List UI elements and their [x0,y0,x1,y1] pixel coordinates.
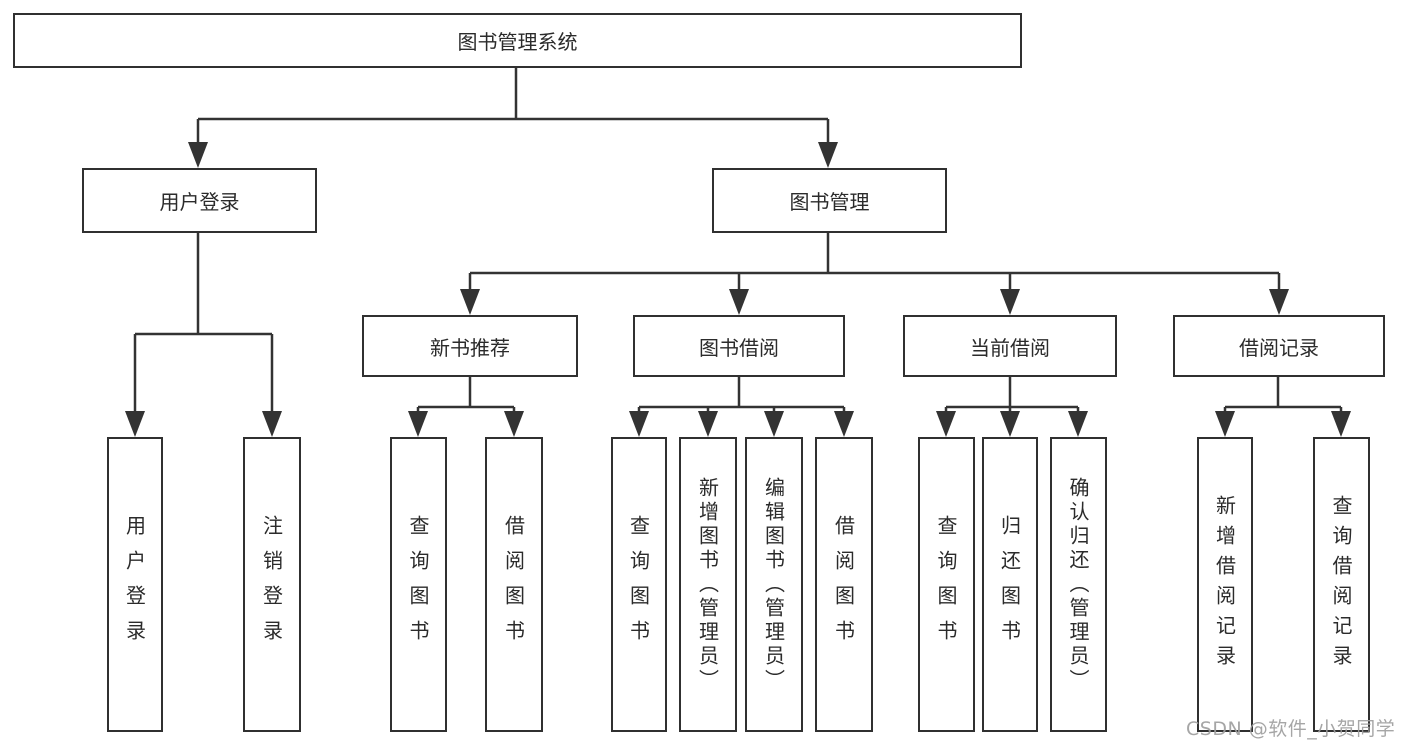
leaf-label: 确认归还（管理员） [1066,476,1090,693]
node-book-management: 图书管理 [712,168,947,233]
leaf-borrow-books: 借阅图书 [815,437,873,732]
leaf-return-books: 归还图书 [982,437,1038,732]
leaf-label: 借阅图书 [831,514,856,655]
leaf-label: 归还图书 [997,514,1022,655]
node-label: 图书借阅 [699,335,779,360]
node-library-management-system: 图书管理系统 [13,13,1022,68]
leaf-label: 注销登录 [259,514,284,655]
leaf-label: 编辑图书（管理员） [761,476,786,693]
leaf-label: 新增图书（管理员） [695,476,720,693]
leaf-label: 查询图书 [406,514,430,655]
leaf-label: 查询图书 [934,514,958,655]
node-current-borrowing: 当前借阅 [903,315,1117,377]
leaf-query-books: 查询图书 [611,437,667,732]
leaf-logout-login: 注销登录 [243,437,301,732]
node-label: 借阅记录 [1239,335,1319,360]
leaf-label: 查询借阅记录 [1329,494,1353,675]
node-new-book-recommendation: 新书推荐 [362,315,578,377]
leaf-label: 用户登录 [122,514,147,655]
leaf-confirm-return-admin: 确认归还（管理员） [1050,437,1107,732]
node-user-login: 用户登录 [82,168,317,233]
node-label: 用户登录 [159,190,240,214]
csdn-watermark: CSDN @软件_小贺同学 [1186,718,1396,740]
leaf-query-books: 查询图书 [918,437,975,732]
leaf-query-borrow-record: 查询借阅记录 [1313,437,1370,732]
leaf-label: 借阅图书 [501,514,526,655]
leaf-borrow-books: 借阅图书 [485,437,543,732]
leaf-add-borrow-record: 新增借阅记录 [1197,437,1253,732]
leaf-add-books-admin: 新增图书（管理员） [679,437,737,732]
node-borrowing-records: 借阅记录 [1173,315,1385,377]
node-book-borrowing: 图书借阅 [633,315,845,377]
node-label: 当前借阅 [970,335,1050,360]
leaf-label: 查询图书 [626,514,651,655]
node-label: 图书管理系统 [457,30,578,54]
node-label: 新书推荐 [430,335,510,360]
leaf-query-books: 查询图书 [390,437,447,732]
leaf-user-login: 用户登录 [107,437,163,732]
leaf-edit-books-admin: 编辑图书（管理员） [745,437,803,732]
leaf-label: 新增借阅记录 [1212,494,1237,675]
node-label: 图书管理 [789,190,870,214]
